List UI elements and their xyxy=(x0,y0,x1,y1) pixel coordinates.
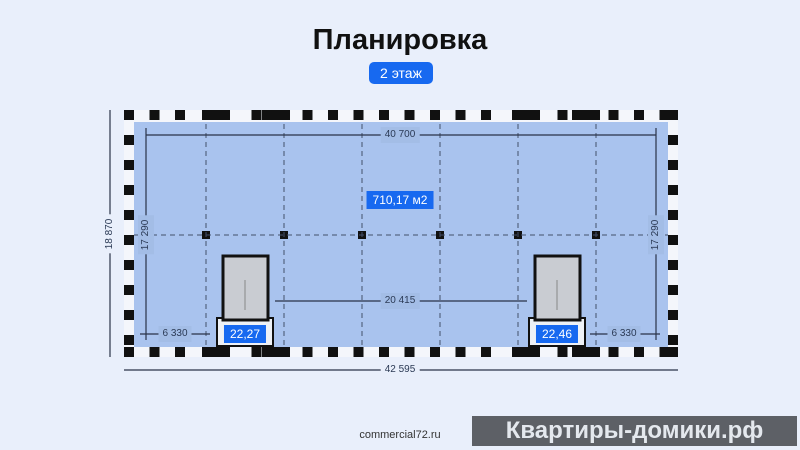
wall-block xyxy=(328,347,338,357)
wall-blocks xyxy=(124,110,678,357)
right-offset-label: 6 330 xyxy=(607,326,641,342)
wall-block xyxy=(455,110,466,120)
total-area-label: 710,17 м2 xyxy=(366,191,434,209)
height-right-label: 17 290 xyxy=(648,215,664,255)
wall-block xyxy=(251,347,262,357)
wall-block xyxy=(572,347,600,357)
wall-block xyxy=(124,335,134,345)
wall-block xyxy=(124,110,134,120)
between-elevators-label: 20 415 xyxy=(380,293,420,309)
wall-block xyxy=(328,110,338,120)
wall-block xyxy=(124,160,134,170)
wall-block xyxy=(124,185,134,195)
wall-block xyxy=(124,347,134,357)
wall-block xyxy=(202,110,230,120)
watermark: Квартиры-домики.рф xyxy=(472,416,797,446)
wall-block xyxy=(557,347,568,357)
width-outer-label: 42 595 xyxy=(380,362,420,378)
wall-block xyxy=(353,110,364,120)
wall-block xyxy=(668,110,678,120)
wall-block xyxy=(430,347,440,357)
wall-block xyxy=(557,110,568,120)
wall-block xyxy=(668,260,678,270)
wall-block xyxy=(572,110,600,120)
wall-block xyxy=(659,110,670,120)
wall-block xyxy=(124,260,134,270)
width-inner-label: 40 700 xyxy=(380,127,420,143)
wall-block xyxy=(668,235,678,245)
wall-block xyxy=(668,185,678,195)
wall-block xyxy=(262,110,290,120)
wall-block xyxy=(668,310,678,320)
wall-block xyxy=(512,347,540,357)
wall-block xyxy=(659,347,670,357)
wall-block xyxy=(430,110,440,120)
wall-block xyxy=(668,347,678,357)
wall-block xyxy=(668,210,678,220)
left-elevator-area: 22,27 xyxy=(223,325,267,343)
wall-block xyxy=(668,285,678,295)
wall-block xyxy=(608,110,619,120)
wall-block xyxy=(379,110,389,120)
wall-block xyxy=(608,347,619,357)
wall-block xyxy=(149,347,160,357)
wall-block xyxy=(512,110,540,120)
wall-block xyxy=(404,110,415,120)
wall-block xyxy=(149,110,160,120)
wall-block xyxy=(124,285,134,295)
height-outer-label: 18 870 xyxy=(102,214,118,254)
height-left-label: 17 290 xyxy=(138,215,154,255)
wall-block xyxy=(668,335,678,345)
wall-block xyxy=(634,347,644,357)
wall-block xyxy=(124,135,134,145)
wall-block xyxy=(302,110,313,120)
wall-block xyxy=(481,347,491,357)
wall-block xyxy=(668,160,678,170)
wall-block xyxy=(202,347,230,357)
wall-block xyxy=(175,347,185,357)
wall-block xyxy=(634,110,644,120)
floor-badge: 2 этаж xyxy=(369,62,433,84)
wall-block xyxy=(302,347,313,357)
wall-block xyxy=(175,110,185,120)
page-title: Планировка xyxy=(312,24,488,56)
wall-block xyxy=(262,347,290,357)
wall-block xyxy=(124,235,134,245)
wall-block xyxy=(668,135,678,145)
wall-block xyxy=(124,310,134,320)
wall-block xyxy=(379,347,389,357)
wall-block xyxy=(251,110,262,120)
wall-block xyxy=(353,347,364,357)
footer-site: commercial72.ru xyxy=(359,429,441,441)
right-elevator-area: 22,46 xyxy=(535,325,579,343)
wall-block xyxy=(455,347,466,357)
wall-block xyxy=(481,110,491,120)
grid-lines xyxy=(134,124,668,346)
left-offset-label: 6 330 xyxy=(158,326,192,342)
wall-block xyxy=(124,210,134,220)
wall-block xyxy=(404,347,415,357)
